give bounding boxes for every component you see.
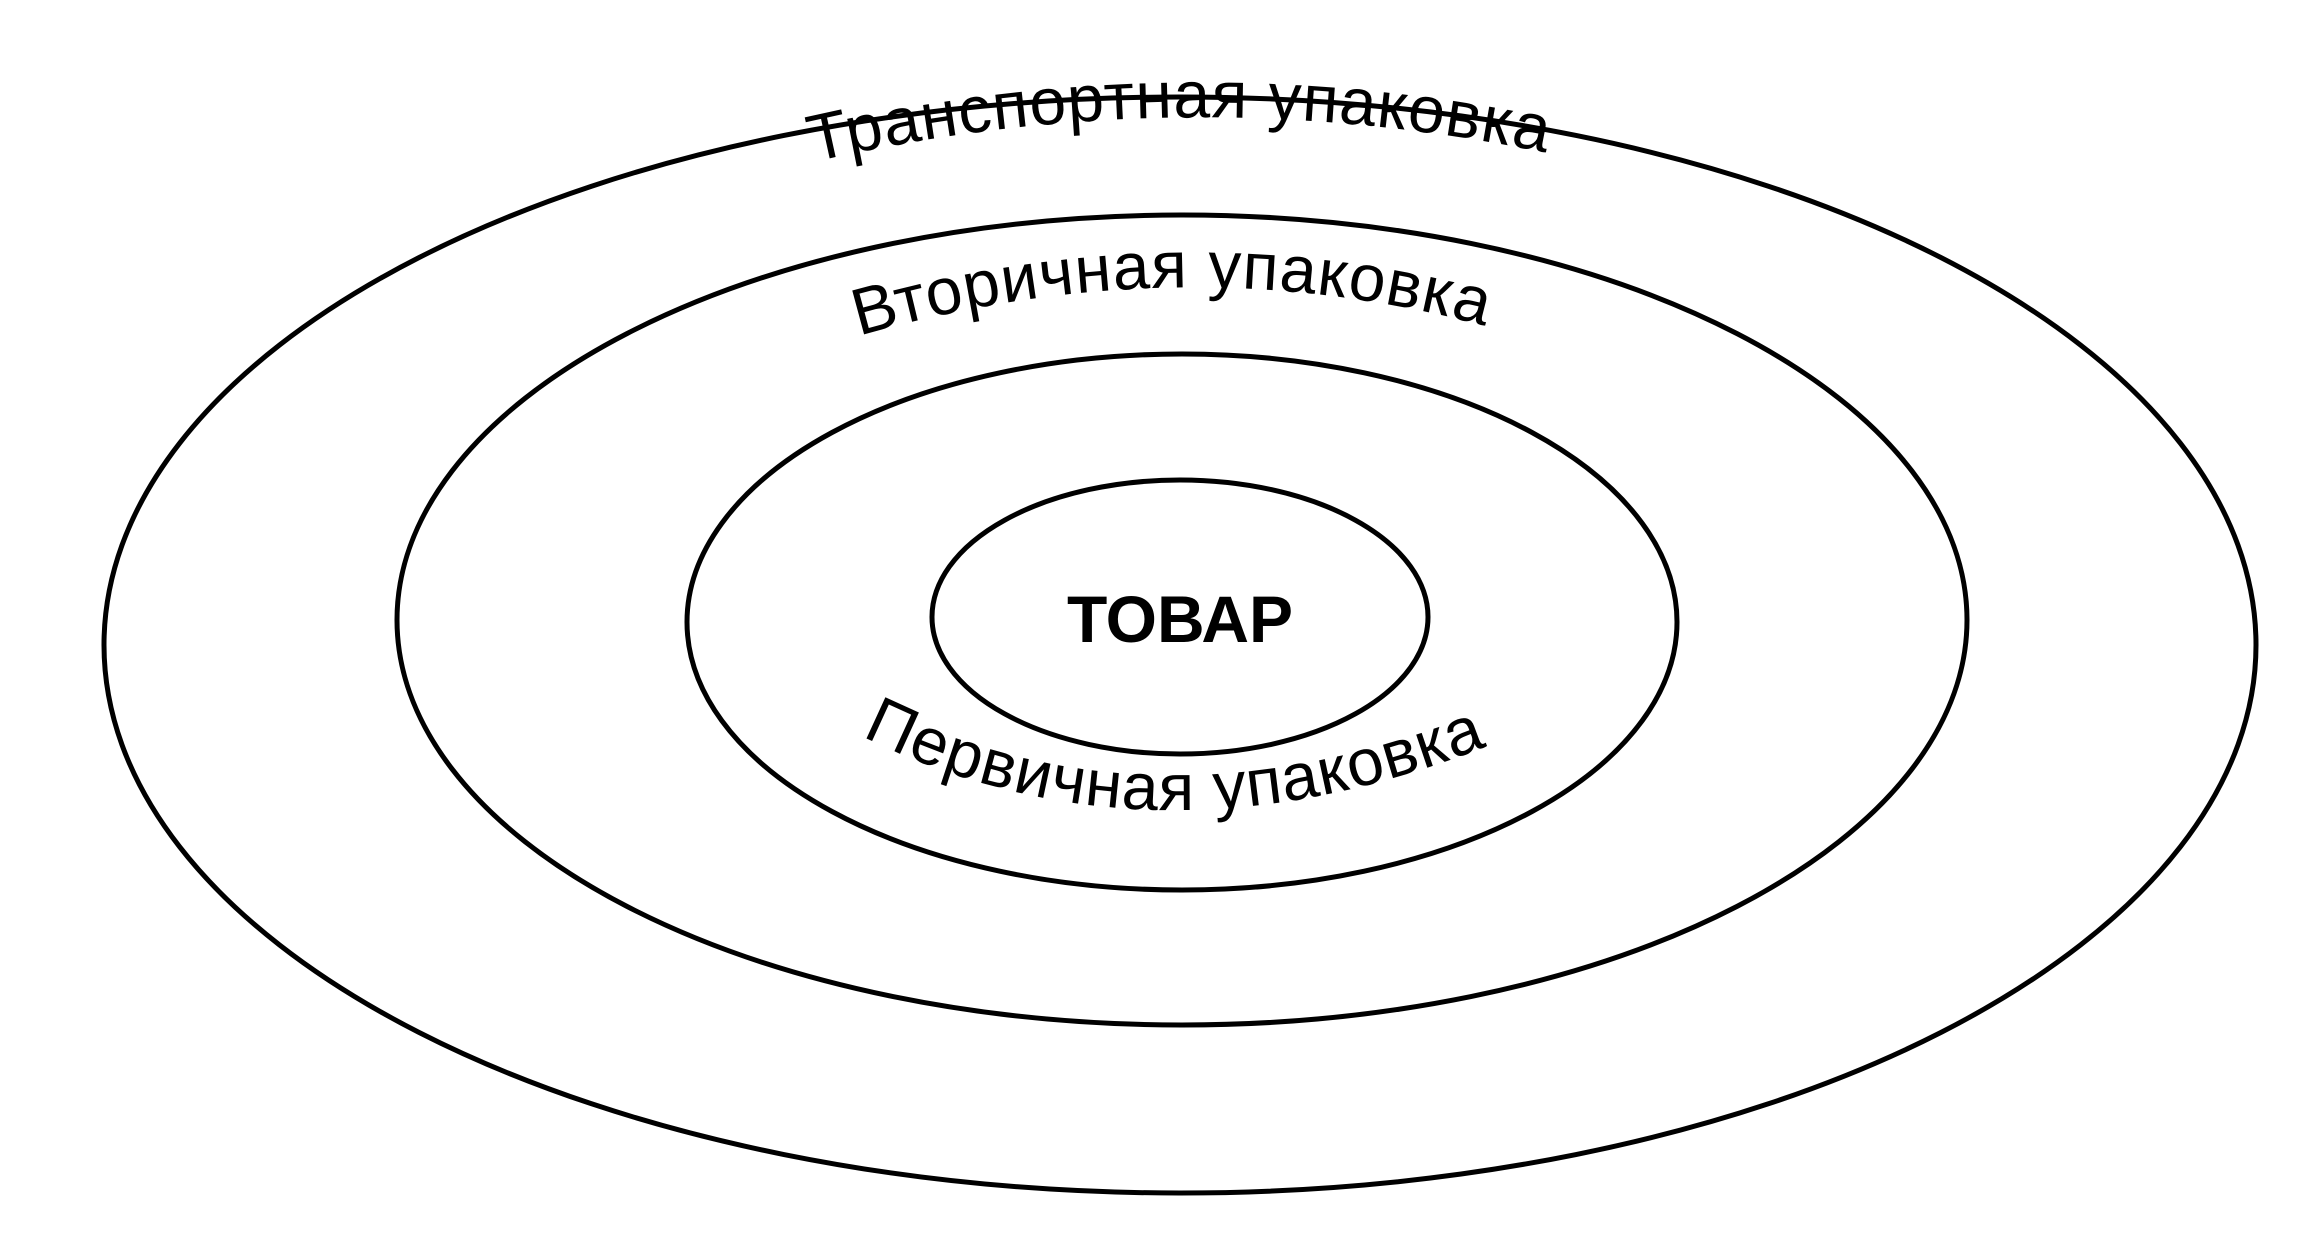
primary-packaging-label: Первичная упаковка [856, 682, 1492, 824]
secondary-packaging-label: Вторичная упаковка [843, 227, 1499, 349]
primary-packaging-label-text: Первичная упаковка [856, 682, 1493, 824]
transport-packaging-ring [101, 94, 2259, 1196]
transport-packaging-label-text: Транспортная упаковка [800, 57, 1558, 175]
secondary-packaging-ring [394, 212, 1970, 1028]
product-core-ring [929, 477, 1431, 757]
secondary-packaging-label-text: Вторичная упаковка [843, 227, 1500, 349]
product-label: ТОВАР [1067, 582, 1293, 656]
primary-packaging-ring [684, 351, 1680, 893]
transport-packaging-label: Транспортная упаковка [800, 57, 1557, 175]
